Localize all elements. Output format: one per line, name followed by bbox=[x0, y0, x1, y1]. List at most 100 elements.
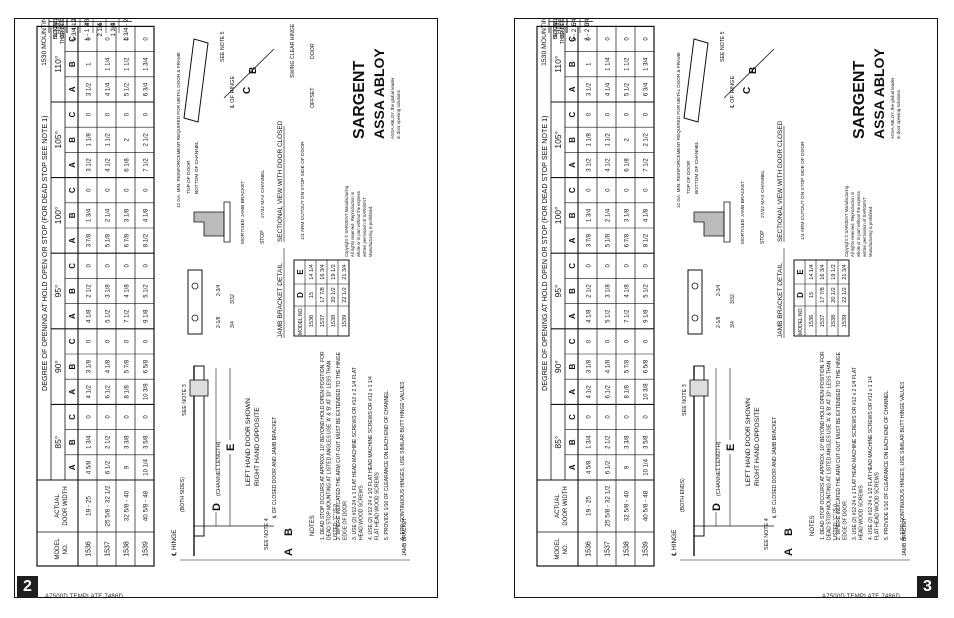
column-letter: B bbox=[68, 212, 77, 218]
note-line: 6. FOR CONTINUOUS HINGES, USE SIMILAR BU… bbox=[400, 381, 406, 540]
column-letter: C bbox=[568, 36, 577, 42]
dimension-table-cell: 14 1/4 bbox=[809, 264, 815, 280]
hinge-arm-perspective bbox=[183, 38, 209, 123]
of-hinge-label: ℄ OF HINGE bbox=[730, 76, 736, 109]
column-letter: C bbox=[568, 187, 577, 193]
channel-outline bbox=[693, 365, 705, 537]
table-cell: 10 3/8 bbox=[144, 383, 150, 400]
table-cell: 6 1/2 bbox=[606, 460, 612, 474]
dimension-text: 3/4 bbox=[730, 321, 736, 328]
dimension-table-header: MODEL NO. bbox=[798, 307, 804, 335]
copyright-text: whole or in part without the express bbox=[856, 191, 861, 257]
note-line: 4. USE (2) #12-24 x 1/2 FLAT HEAD MACHIN… bbox=[368, 376, 374, 540]
table-cell: 6 1/2 bbox=[106, 460, 112, 474]
column-letter: B bbox=[68, 61, 77, 67]
table-cell: 1 1/2 bbox=[625, 57, 631, 71]
table-cell: 0 bbox=[144, 112, 150, 116]
angle-header: 95° bbox=[553, 285, 563, 298]
table-cell: 6 1/8 bbox=[125, 158, 131, 172]
hinge-arm-perspective bbox=[683, 38, 709, 123]
dimension-a-label: A bbox=[283, 548, 295, 556]
page-3-drawing: DEGREE OF OPENING AT HOLD OPEN OR STOP (… bbox=[536, 0, 910, 567]
note-line: 2. WHERE INDICATED THE ARM CUT-OUT MUST … bbox=[336, 351, 342, 540]
mounting-title: 1530 MOUNTING GROUP 2 bbox=[541, 19, 548, 66]
bottom-channel-label: BOTTOM OF CHANNEL bbox=[194, 141, 200, 194]
angle-header: 90° bbox=[53, 360, 63, 373]
table-cell: 6 7/8 bbox=[625, 233, 631, 247]
column-letter: B bbox=[568, 439, 577, 445]
column-letter: A bbox=[568, 86, 577, 92]
table-cell: 7 1/2 bbox=[625, 309, 631, 323]
table-cell: 0 bbox=[106, 37, 112, 41]
angle-header: 90° bbox=[553, 360, 563, 373]
table-cell: 6 1/2 bbox=[106, 384, 112, 398]
table-cell: 0 bbox=[87, 188, 93, 192]
table-cell: 0 bbox=[125, 37, 131, 41]
mounting-header: OR OFFSET bbox=[560, 19, 566, 38]
table-cell: 3 1/8 bbox=[87, 359, 93, 373]
column-letter: B bbox=[568, 61, 577, 67]
dimension-table-cell: 22 1/2 bbox=[842, 287, 848, 303]
table-cell: 5 1/2 bbox=[144, 284, 150, 298]
table-cell: 0 bbox=[644, 112, 650, 116]
jamb-bracket-label: JAMB BRACKET bbox=[902, 518, 908, 556]
column-letter: B bbox=[568, 288, 577, 294]
dimension-table-cell: 1537 bbox=[820, 315, 826, 327]
dimension-table-cell: 19 1/2 bbox=[331, 264, 337, 280]
dimension-table-border bbox=[793, 259, 850, 337]
mounting-header: OR OFFSET bbox=[60, 19, 66, 38]
dimension-table-cell: 14 1/4 bbox=[309, 264, 315, 280]
table-row-width: 25 5/8 - 32 1/2 bbox=[105, 485, 112, 527]
mounting-row-thickness: 2 - 2 1/4 bbox=[585, 19, 591, 41]
column-letter: B bbox=[68, 288, 77, 294]
dimension-text: 3/32 bbox=[230, 294, 236, 304]
dimension-table-cell: 1538 bbox=[331, 315, 337, 327]
bottom-channel-label: BOTTOM OF CHANNEL bbox=[694, 141, 700, 194]
table-cell: 3 1/8 bbox=[606, 284, 612, 298]
table-cell: 0 bbox=[144, 37, 150, 41]
table-cell: 0 bbox=[625, 339, 631, 343]
of-hinge-label: ℄ OF HINGE bbox=[230, 76, 236, 109]
table-cell: 0 bbox=[587, 37, 593, 41]
table-cell: 2 1/2 bbox=[587, 284, 593, 298]
stop-label: STOP bbox=[760, 230, 766, 244]
dimension-table-cell: 17 7/8 bbox=[320, 287, 326, 303]
table-cell: 0 bbox=[125, 415, 131, 419]
closed-door-label: ℄ OF CLOSED DOOR AND JAMB BRACKET bbox=[772, 417, 778, 519]
note-line: DEAD STOP MOUNTING AT LISTED ANGLES USE … bbox=[827, 360, 833, 540]
table-cell: 3 1/2 bbox=[87, 82, 93, 96]
dimension-table-header: E bbox=[796, 269, 805, 275]
dimension-text: 3/4 bbox=[230, 321, 236, 328]
note-line: DEAD STOP MOUNTING AT LISTED ANGLES USE … bbox=[327, 360, 333, 540]
note-line: LISTED. 'C' IS 0 bbox=[833, 504, 839, 540]
column-letter: A bbox=[568, 162, 577, 168]
note-line: 2. WHERE INDICATED THE ARM CUT-OUT MUST … bbox=[836, 351, 842, 540]
reinforcement-label: 12 GA. MIN. REINFORCEMENT REQUIRED FOR M… bbox=[676, 52, 681, 208]
copyright-text: whole or in part without the express bbox=[356, 191, 361, 257]
table-cell: 0 bbox=[106, 263, 112, 267]
table-cell: 4 1/8 bbox=[106, 359, 112, 373]
table-cell: 4 1/2 bbox=[606, 158, 612, 172]
dimension-c-label: C bbox=[742, 87, 753, 94]
angle-header: 85° bbox=[53, 436, 63, 449]
sectional-title: SECTIONAL VIEW WITH DOOR CLOSED bbox=[777, 120, 784, 242]
column-letter: B bbox=[68, 137, 77, 143]
table-cell: 0 bbox=[625, 37, 631, 41]
table-cell: 0 bbox=[587, 415, 593, 419]
jamb-bracket-label: JAMB BRACKET bbox=[402, 518, 408, 556]
offset-label: OFFSET bbox=[310, 87, 316, 108]
channel-length-label: (CHANNEL LENGTH) bbox=[716, 441, 722, 496]
mounting-row-thickness: 2 - 2 1/4 bbox=[572, 19, 578, 41]
note-line: 4. USE (2) #12-24 x 1/2 FLAT HEAD MACHIN… bbox=[868, 376, 874, 540]
dimension-table-cell: 1539 bbox=[342, 315, 348, 327]
angle-header: 100° bbox=[553, 207, 563, 225]
jamb-bracket-outline bbox=[189, 379, 209, 397]
see-note-3-label: SEE NOTE 3 bbox=[682, 384, 688, 416]
table-cell: 0 bbox=[587, 339, 593, 343]
column-letter: C bbox=[68, 111, 77, 117]
table-cell: 5 7/8 bbox=[625, 359, 631, 373]
jamb-detail-title: JAMB BRACKET DETAIL bbox=[277, 263, 284, 338]
table-cell: 3 1/8 bbox=[625, 208, 631, 222]
table-cell: 2 1/2 bbox=[144, 132, 150, 146]
